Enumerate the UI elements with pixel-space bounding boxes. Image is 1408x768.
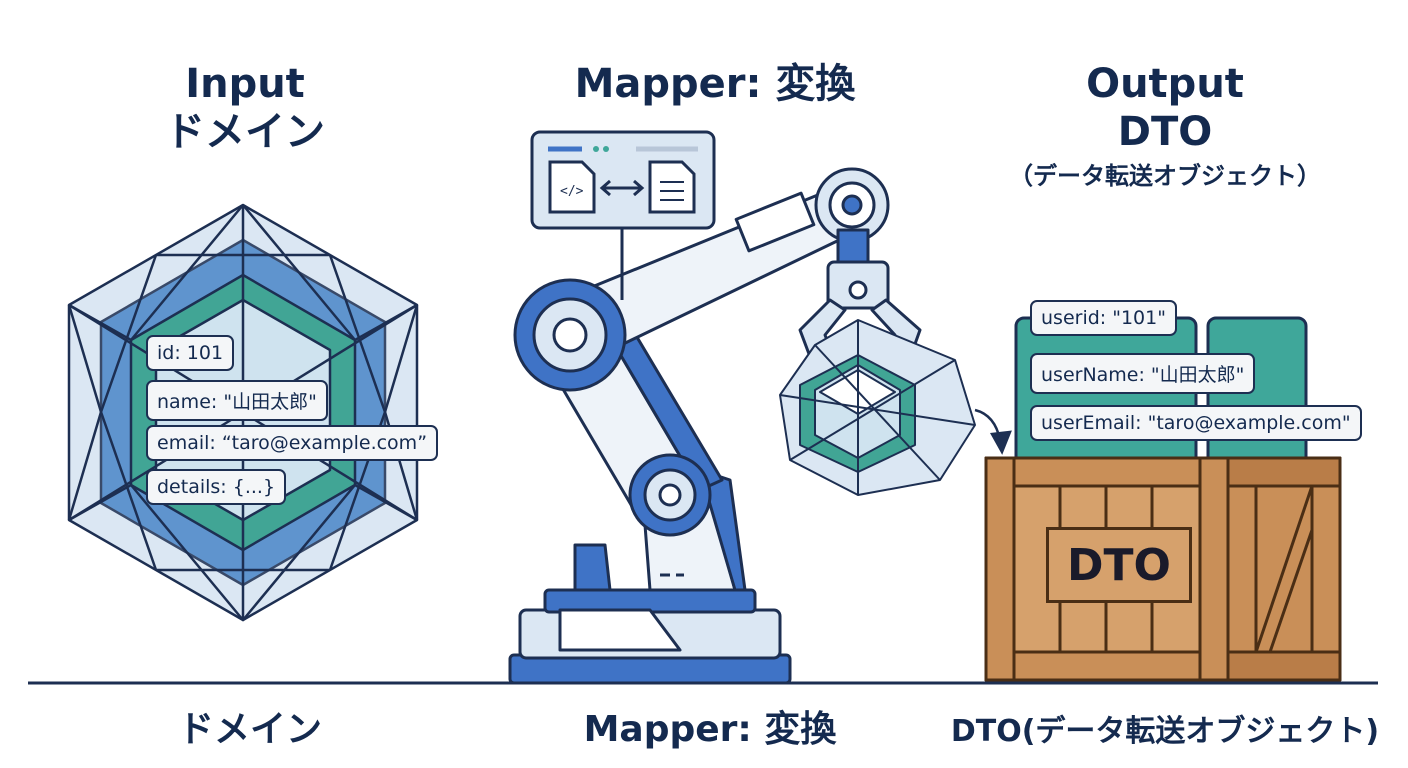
input-field-name: name: "山田太郎" — [146, 380, 328, 421]
output-field-userid: userid: "101" — [1030, 300, 1177, 336]
output-note: （データ転送オブジェクト） — [1000, 162, 1330, 191]
bottom-label-dto: DTO(データ転送オブジェクト) — [930, 706, 1400, 750]
input-header: Input ドメイン — [130, 60, 360, 156]
input-subtitle: ドメイン — [130, 108, 360, 156]
input-title: Input — [130, 60, 360, 108]
bottom-label-domain: ドメイン — [150, 700, 350, 752]
input-field-details: details: {...} — [146, 469, 286, 505]
input-field-email: email: “taro@example.com” — [146, 425, 438, 461]
crate-dto-label: DTO — [1046, 527, 1192, 603]
output-subtitle: DTO — [1000, 108, 1330, 156]
mapper-header: Mapper: 変換 — [540, 60, 890, 108]
output-header: Output DTO （データ転送オブジェクト） — [1000, 60, 1330, 191]
output-field-useremail: userEmail: "taro@example.com" — [1030, 405, 1362, 441]
svg-text:</>: </> — [560, 184, 584, 199]
output-field-username: userName: "山田太郎" — [1030, 353, 1255, 394]
input-field-id: id: 101 — [146, 335, 234, 371]
mapper-title: Mapper: 変換 — [540, 60, 890, 108]
output-title: Output — [1000, 60, 1330, 108]
transfer-arrow — [975, 410, 1010, 452]
bottom-label-mapper: Mapper: 変換 — [560, 700, 860, 752]
